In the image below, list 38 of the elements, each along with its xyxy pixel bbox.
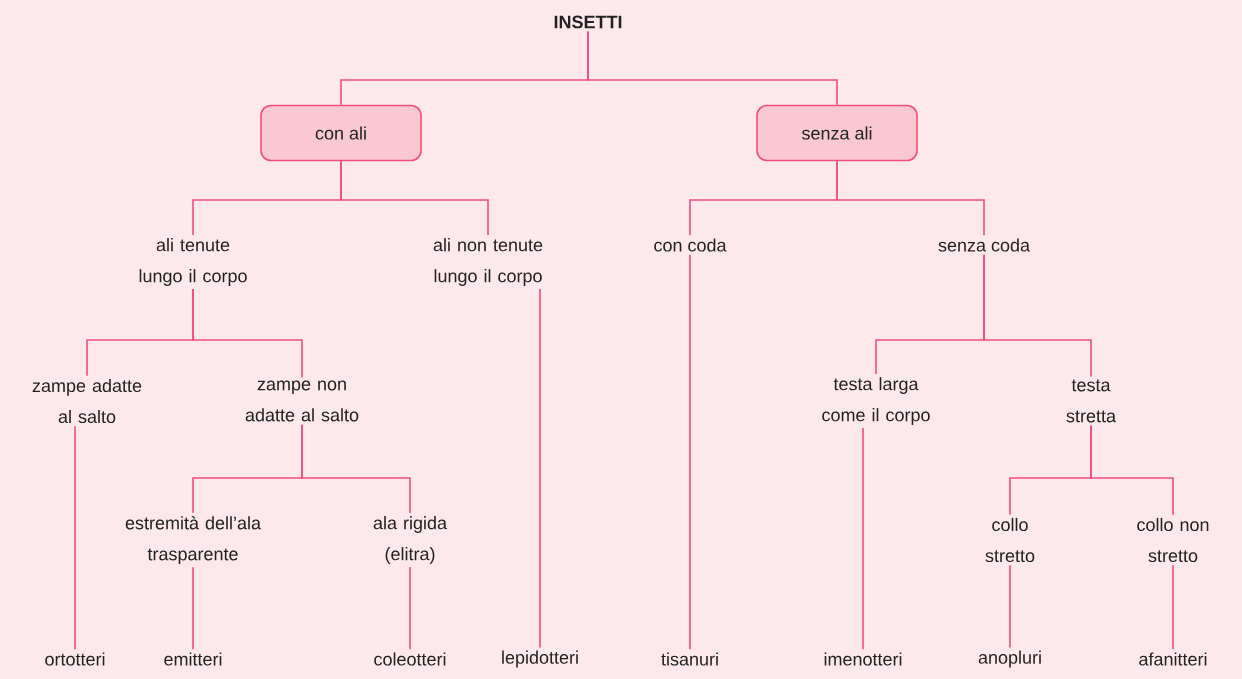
connector-line	[1009, 564, 1011, 649]
connector-line	[340, 160, 489, 236]
category-label: zampe adatte al salto	[32, 378, 142, 424]
connector-line	[539, 288, 541, 649]
connector-line	[1172, 564, 1174, 650]
connector-line	[74, 425, 76, 650]
connector-line	[983, 254, 1092, 378]
connector-line	[301, 423, 411, 514]
title-label: INSETTI	[554, 15, 622, 29]
category-label: coleotteri	[374, 652, 446, 666]
category-label: afanitteri	[1139, 652, 1207, 666]
connector-line	[862, 427, 864, 650]
category-label: ala rigida (elitra)	[373, 516, 447, 564]
category-label: emitteri	[164, 652, 222, 666]
category-label: lepidotteri	[502, 650, 578, 668]
category-label: tisanuri	[661, 652, 718, 666]
connector-line	[192, 288, 303, 379]
category-label: ortotteri	[45, 652, 105, 666]
category-label: estremità dell’ala trasparente	[125, 516, 261, 564]
connector-line	[836, 160, 985, 236]
connector-line	[587, 30, 838, 106]
category-label: imenotteri	[824, 652, 902, 666]
category-label: anopluri	[978, 650, 1041, 668]
category-label: testa stretta	[1066, 379, 1116, 423]
category-box: con ali	[260, 104, 422, 162]
connector-line	[192, 566, 194, 650]
category-label: collo stretto	[985, 517, 1035, 563]
category-box: senza ali	[756, 104, 918, 162]
category-label: ali tenute lungo il corpo	[139, 238, 247, 286]
connector-line	[409, 566, 411, 650]
category-label: senza coda	[938, 238, 1030, 252]
connector-line	[1090, 424, 1174, 516]
category-label: ali non tenute lungo il corpo	[433, 238, 543, 286]
category-label: testa larga come il corpo	[822, 377, 930, 425]
category-label: collo non stretto	[1137, 517, 1209, 563]
category-label: con coda	[654, 238, 727, 252]
connector-line	[689, 254, 691, 650]
category-label: zampe non adatte al salto	[245, 380, 359, 422]
